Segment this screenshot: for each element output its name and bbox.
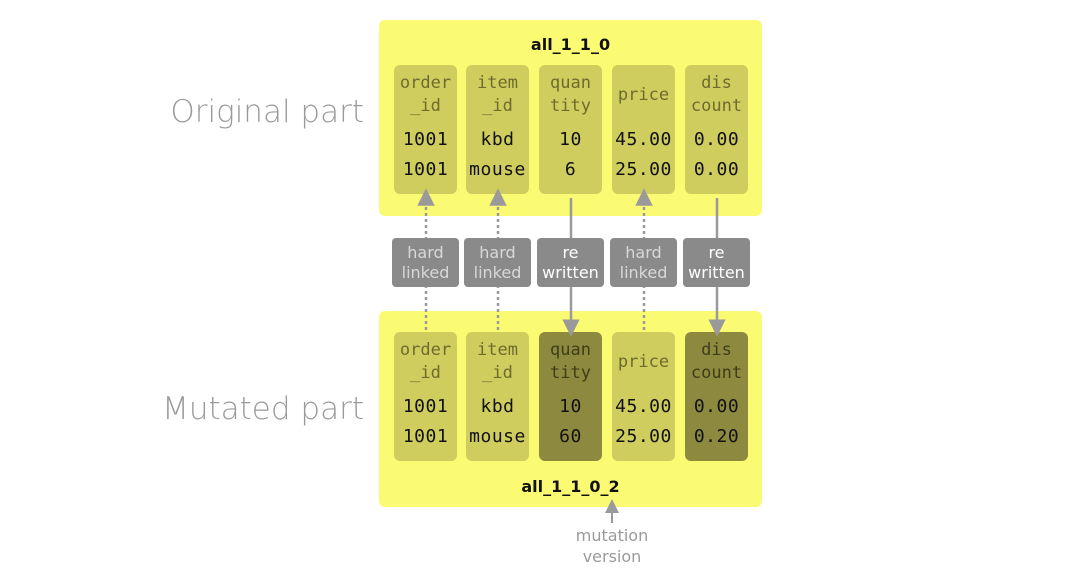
column-value: 0.00 — [693, 396, 740, 417]
column-value: mouse — [469, 426, 526, 447]
column-header: order _id — [399, 340, 452, 383]
column-value: 1001 — [402, 396, 449, 417]
hard-linked-badge: hard linked — [610, 238, 677, 287]
mutation-version-note: mutation version — [575, 526, 649, 566]
column-value: 10 — [559, 396, 582, 417]
column-value: 1001 — [402, 159, 449, 180]
column-header: price — [617, 351, 670, 372]
column-value: 45.00 — [615, 129, 672, 150]
column-header: item _id — [477, 73, 518, 116]
column-value: 0.20 — [693, 426, 740, 447]
column-value: kbd — [480, 129, 515, 150]
hard-linked-badge: hard linked — [464, 238, 531, 287]
column-header: dis count — [690, 340, 743, 383]
column-header: order _id — [399, 73, 452, 116]
mutated-column-quantity: quan tity 10 60 — [539, 332, 602, 461]
rewritten-badge: re written — [537, 238, 604, 287]
original-column-discount: dis count 0.00 0.00 — [685, 65, 748, 194]
column-value: 1001 — [402, 426, 449, 447]
mutated-column-price: price 45.00 25.00 — [612, 332, 675, 461]
mutated-column-discount: dis count 0.00 0.20 — [685, 332, 748, 461]
column-value: kbd — [480, 396, 515, 417]
mutated-column-item-id: item _id kbd mouse — [466, 332, 529, 461]
original-column-quantity: quan tity 10 6 — [539, 65, 602, 194]
mutated-part-title: all_1_1_0_2 — [521, 477, 620, 496]
column-value: mouse — [469, 159, 526, 180]
column-value: 6 — [564, 159, 577, 180]
hard-linked-badge: hard linked — [392, 238, 459, 287]
mutated-column-order-id: order _id 1001 1001 — [394, 332, 457, 461]
column-value: 0.00 — [693, 129, 740, 150]
original-part-label: Original part — [170, 94, 364, 130]
column-value: 1001 — [402, 129, 449, 150]
original-column-price: price 45.00 25.00 — [612, 65, 675, 194]
column-header: price — [617, 84, 670, 105]
rewritten-badge: re written — [683, 238, 750, 287]
column-header: quan tity — [550, 73, 591, 116]
original-column-item-id: item _id kbd mouse — [466, 65, 529, 194]
column-header: quan tity — [550, 340, 591, 383]
mutated-part-label: Mutated part — [162, 391, 364, 427]
column-value: 25.00 — [615, 426, 672, 447]
column-value: 25.00 — [615, 159, 672, 180]
original-column-order-id: order _id 1001 1001 — [394, 65, 457, 194]
column-value: 60 — [559, 426, 582, 447]
column-value: 45.00 — [615, 396, 672, 417]
column-header: item _id — [477, 340, 518, 383]
column-value: 0.00 — [693, 159, 740, 180]
column-value: 10 — [559, 129, 582, 150]
original-part-title: all_1_1_0 — [530, 35, 611, 54]
column-header: dis count — [690, 73, 743, 116]
